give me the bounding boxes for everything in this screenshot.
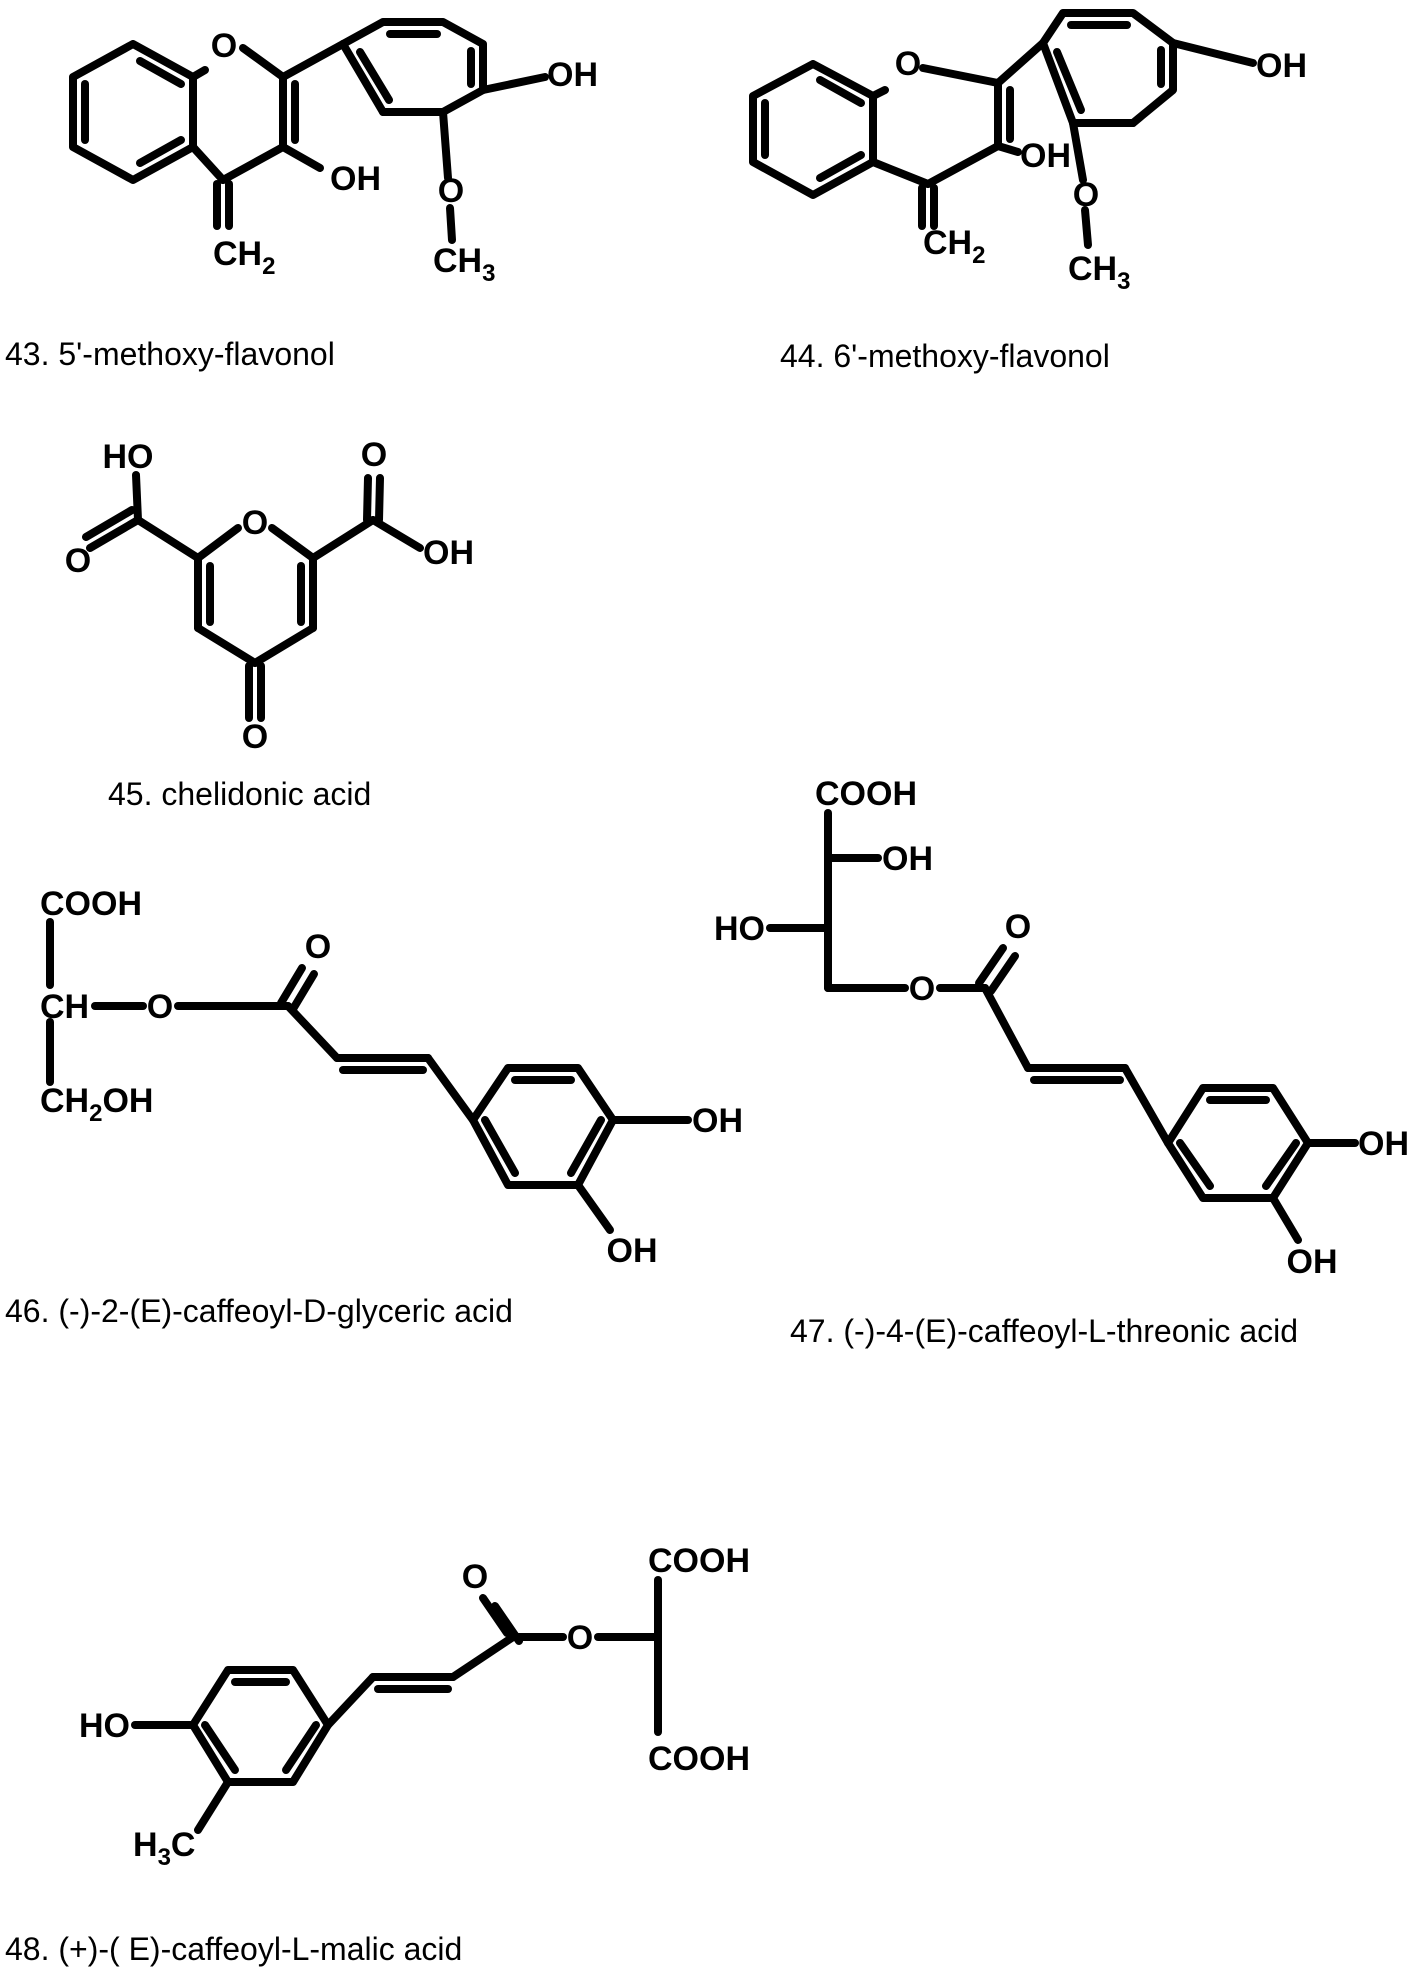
compound-46-hydroxymethyl: CH2OH xyxy=(40,1082,153,1127)
compound-46-bonds xyxy=(46,918,692,1234)
compound-44-ether-oxygen: O xyxy=(1073,176,1099,214)
compound-48-carboxyl-top: COOH xyxy=(648,1542,750,1580)
compound-45-ring-oxygen: O xyxy=(242,504,268,542)
compound-44-hydroxyl-b-ring: OH xyxy=(1256,47,1307,85)
compound-45-hydroxyl-left: HO xyxy=(103,438,154,476)
compound-48-bonds xyxy=(131,1576,662,1834)
compound-43-methyl: CH3 xyxy=(433,242,495,287)
compound-43-methylene: CH2 xyxy=(213,235,275,280)
compound-46-hydroxyl-para: OH xyxy=(692,1102,743,1140)
compound-44-caption: 44. 6'-methoxy-flavonol xyxy=(780,338,1110,374)
compound-48-ester-oxygen: O xyxy=(567,1619,593,1657)
compound-46-caption: 46. (-)-2-(E)-caffeoyl-D-glyceric acid xyxy=(5,1293,513,1329)
compound-45-bonds xyxy=(82,471,424,722)
compound-45-caption: 45. chelidonic acid xyxy=(108,776,371,812)
compound-44-ring-oxygen: O xyxy=(895,45,921,83)
compound-47-bonds xyxy=(766,809,1359,1244)
compound-43-bonds xyxy=(69,18,549,244)
compound-47: COOH OH HO O O OH OH 47. (-)-4-(E)-caffe… xyxy=(714,775,1409,1349)
compound-48: HO H3C O O COOH COOH 48. (+)-( E)-caffeo… xyxy=(5,1542,750,1967)
compound-48-carboxyl-bottom: COOH xyxy=(648,1740,750,1778)
compound-46-ester-oxygen: O xyxy=(147,988,173,1026)
compound-43: O OH OH CH2 O CH3 43. 5'-methoxy-flavono… xyxy=(5,18,598,372)
compound-45-hydroxyl-right: OH xyxy=(423,534,474,572)
compound-48-carbonyl-oxygen: O xyxy=(462,1558,488,1596)
compound-47-ester-oxygen: O xyxy=(909,970,935,1008)
compound-46-carboxyl: COOH xyxy=(40,885,142,923)
compound-44-bonds xyxy=(749,9,1257,249)
compound-48-hydroxyl: HO xyxy=(79,1707,130,1745)
compound-43-hydroxyl-b-ring: OH xyxy=(547,56,598,94)
compound-47-hydroxyl-top: OH xyxy=(882,840,933,878)
compound-47-hydroxyl-para: OH xyxy=(1358,1125,1409,1163)
compound-47-caption: 47. (-)-4-(E)-caffeoyl-L-threonic acid xyxy=(790,1313,1298,1349)
compound-45-carbonyl-oxygen-right: O xyxy=(361,436,387,474)
compound-47-carboxyl: COOH xyxy=(815,775,917,813)
compound-45-carbonyl-oxygen-left: O xyxy=(65,542,91,580)
compound-44-hydroxyl-3: OH xyxy=(1020,137,1071,175)
compound-48-methyl: H3C xyxy=(133,1826,195,1871)
compound-45-keto-oxygen: O xyxy=(242,718,268,756)
compound-45: HO O O O OH O 45. chelidonic acid xyxy=(65,436,474,812)
compound-46-hydroxyl-meta: OH xyxy=(607,1232,658,1270)
compound-47-hydroxyl-left: HO xyxy=(714,910,765,948)
compound-44: O OH OH CH2 O CH3 44. 6'-methoxy-flavono… xyxy=(749,9,1307,374)
compound-46-methine: CH xyxy=(40,988,89,1026)
compound-47-carbonyl-oxygen: O xyxy=(1005,908,1031,946)
compound-44-methyl: CH3 xyxy=(1068,250,1130,295)
compound-43-caption: 43. 5'-methoxy-flavonol xyxy=(5,336,335,372)
compound-44-methylene: CH2 xyxy=(923,224,985,269)
compound-46: COOH CH O O CH2OH OH OH 46. (-)-2-(E)-ca… xyxy=(5,885,743,1329)
compound-46-carbonyl-oxygen: O xyxy=(305,928,331,966)
compound-43-ring-oxygen: O xyxy=(211,27,237,65)
compound-47-hydroxyl-meta: OH xyxy=(1287,1243,1338,1281)
compound-48-caption: 48. (+)-( E)-caffeoyl-L-malic acid xyxy=(5,1931,462,1967)
compound-43-hydroxyl-3: OH xyxy=(330,160,381,198)
compound-43-ether-oxygen: O xyxy=(438,172,464,210)
